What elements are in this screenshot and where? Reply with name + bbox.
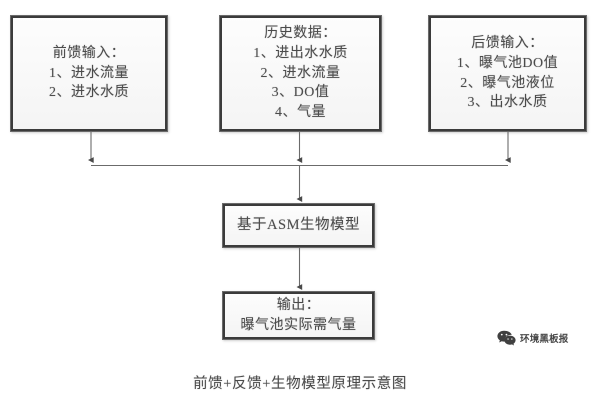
model-line-1: 基于ASM生物模型 — [237, 217, 360, 234]
diagram-caption: 前馈+反馈+生物模型原理示意图 — [193, 376, 407, 392]
output-line-2: 曝气池实际需气量 — [240, 317, 357, 333]
wechat-logo-icon — [497, 330, 516, 346]
output-line-1: 输出： — [276, 297, 321, 313]
watermark-text: 环境黑板报 — [520, 334, 569, 345]
node-history-data[interactable]: 历史数据： 1、进出水水质 2、进水流量 3、DO值 4、气量 — [219, 15, 382, 132]
feedback-line-3: 2、曝气池液位 — [460, 75, 555, 91]
feedforward-line-1: 前馈输入： — [52, 45, 126, 61]
feedback-line-2: 1、曝气池DO值 — [456, 55, 559, 71]
node-feedback-input[interactable]: 后馈输入： 1、曝气池DO值 2、曝气池液位 3、出水水质 — [428, 15, 587, 132]
feedback-line-4: 3、出水水质 — [467, 95, 548, 111]
history-line-1: 历史数据： — [264, 25, 337, 41]
history-line-4: 3、DO值 — [271, 85, 330, 101]
feedforward-line-3: 2、进水水质 — [49, 85, 129, 101]
feedforward-line-2: 1、进水流量 — [49, 65, 129, 81]
history-line-3: 2、进水流量 — [260, 65, 341, 81]
watermark: 环境黑板报 — [497, 330, 569, 346]
feedback-line-1: 后馈输入： — [471, 35, 544, 51]
node-output[interactable]: 输出： 曝气池实际需气量 — [222, 291, 375, 340]
node-feedforward-input[interactable]: 前馈输入： 1、进水流量 2、进水水质 — [10, 15, 168, 132]
node-asm-biological-model[interactable]: 基于ASM生物模型 — [222, 203, 375, 248]
history-line-5: 4、气量 — [275, 105, 326, 121]
history-line-2: 1、进出水水质 — [253, 45, 348, 61]
